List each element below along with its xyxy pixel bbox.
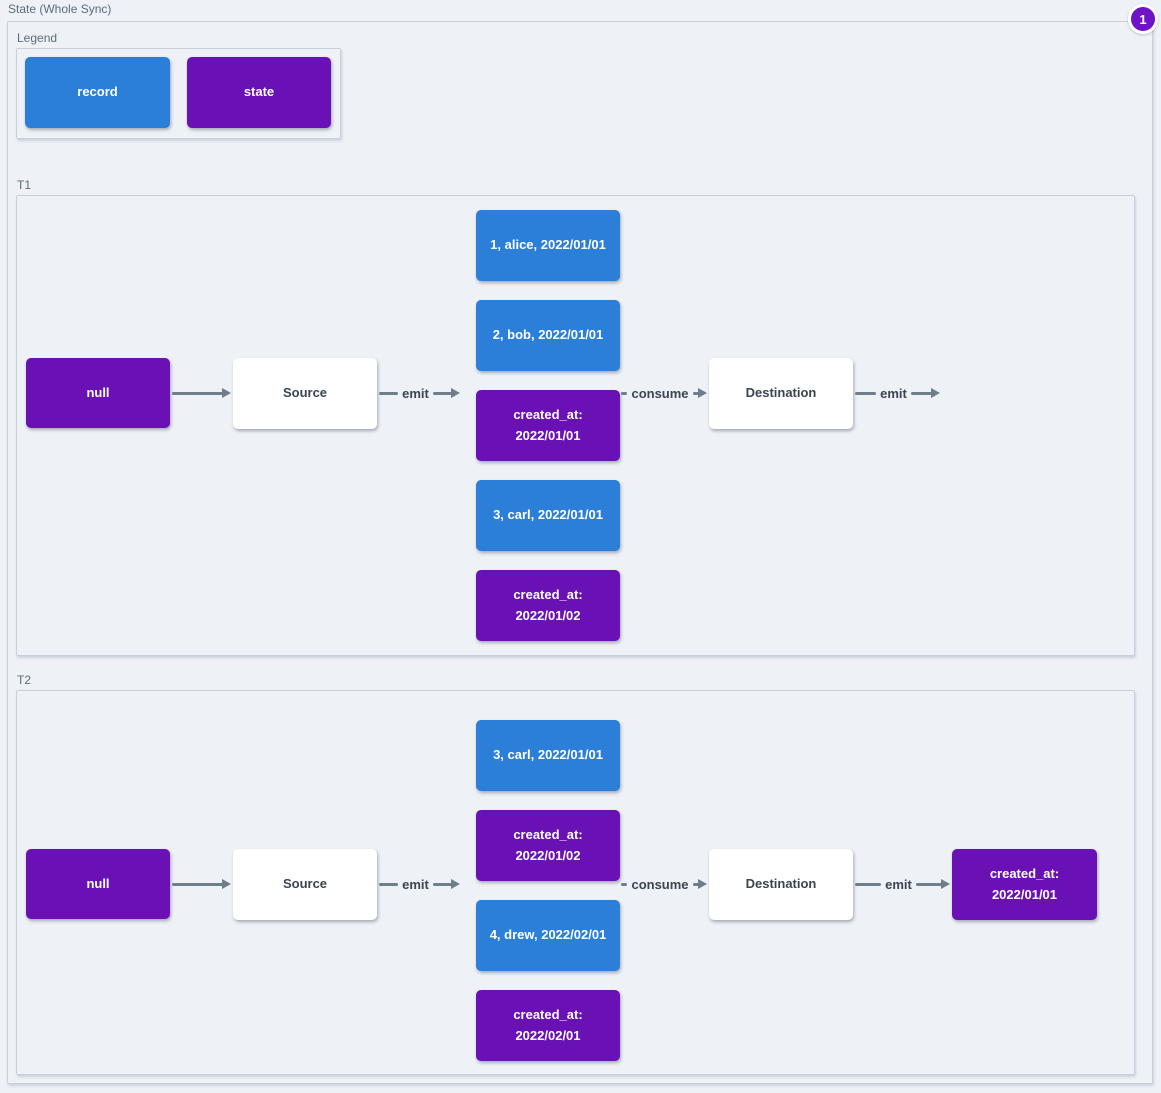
t2-queue-item-1: created_at: 2022/01/02 xyxy=(476,810,620,881)
arrow-head-icon xyxy=(941,879,951,889)
arrow-head-icon xyxy=(698,388,708,398)
t2-emit-arrow: emit xyxy=(379,876,461,892)
t1-title: T1 xyxy=(17,178,32,192)
arrow-head-icon xyxy=(451,388,461,398)
t1-queue-item-1: 2, bob, 2022/01/01 xyxy=(476,300,620,371)
arrow-head-icon xyxy=(222,879,231,889)
arrow-line xyxy=(692,391,700,395)
t1-emit-arrow: emit xyxy=(379,385,461,401)
arrow-line xyxy=(379,882,399,886)
arrow-line xyxy=(621,391,628,395)
legend-panel xyxy=(16,48,341,139)
t2-consume-label: consume xyxy=(631,876,689,892)
t2-arrow-null-to-source xyxy=(172,878,231,890)
t2-result-state-node: created_at: 2022/01/01 xyxy=(952,849,1097,920)
arrow-line xyxy=(855,882,882,886)
t2-emit-out-arrow: emit xyxy=(855,876,951,892)
t2-emit-out-label: emit xyxy=(885,876,912,892)
t2-source-node: Source xyxy=(233,849,377,920)
t1-queue-item-0: 1, alice, 2022/01/01 xyxy=(476,210,620,281)
arrow-line xyxy=(432,391,453,395)
arrow-line xyxy=(379,391,399,395)
t2-queue-item-0: 3, carl, 2022/01/01 xyxy=(476,720,620,791)
arrow-line xyxy=(172,882,223,886)
arrow-head-icon xyxy=(931,388,941,398)
arrow-head-icon xyxy=(451,879,461,889)
t2-consume-arrow: consume xyxy=(621,876,708,892)
arrow-line xyxy=(915,882,943,886)
t2-destination-node: Destination xyxy=(709,849,853,920)
t1-queue-item-3: 3, carl, 2022/01/01 xyxy=(476,480,620,551)
legend-record-swatch: record xyxy=(25,57,170,128)
t1-consume-label: consume xyxy=(631,385,689,401)
t1-consume-arrow: consume xyxy=(621,385,708,401)
t1-emit-out-label: emit xyxy=(880,385,907,401)
t2-panel xyxy=(16,690,1135,1075)
page-title: State (Whole Sync) xyxy=(8,2,112,16)
t1-destination-node: Destination xyxy=(709,358,853,429)
t1-emit-label: emit xyxy=(402,385,429,401)
whole-sync-panel xyxy=(7,21,1153,1084)
t2-emit-label: emit xyxy=(402,876,429,892)
t1-arrow-null-to-source xyxy=(172,387,231,399)
t2-title: T2 xyxy=(17,673,32,687)
t1-initial-state-node: null xyxy=(26,358,170,428)
t1-source-node: Source xyxy=(233,358,377,429)
arrow-head-icon xyxy=(222,388,231,398)
arrow-line xyxy=(855,391,877,395)
arrow-head-icon xyxy=(698,879,708,889)
t2-queue-item-2: 4, drew, 2022/02/01 xyxy=(476,900,620,971)
arrow-line xyxy=(692,882,700,886)
legend-state-swatch: state xyxy=(187,57,331,128)
t1-queue-item-2: created_at: 2022/01/01 xyxy=(476,390,620,461)
t1-queue-item-4: created_at: 2022/01/02 xyxy=(476,570,620,641)
t1-emit-out-arrow: emit xyxy=(855,385,941,401)
legend-title: Legend xyxy=(17,31,58,45)
arrow-line xyxy=(172,391,223,395)
arrow-line xyxy=(621,882,628,886)
arrow-line xyxy=(910,391,933,395)
t2-queue-item-3: created_at: 2022/02/01 xyxy=(476,990,620,1061)
t2-initial-state-node: null xyxy=(26,849,170,919)
t1-panel xyxy=(16,195,1135,656)
step-badge[interactable]: 1 xyxy=(1128,4,1158,34)
arrow-line xyxy=(432,882,453,886)
